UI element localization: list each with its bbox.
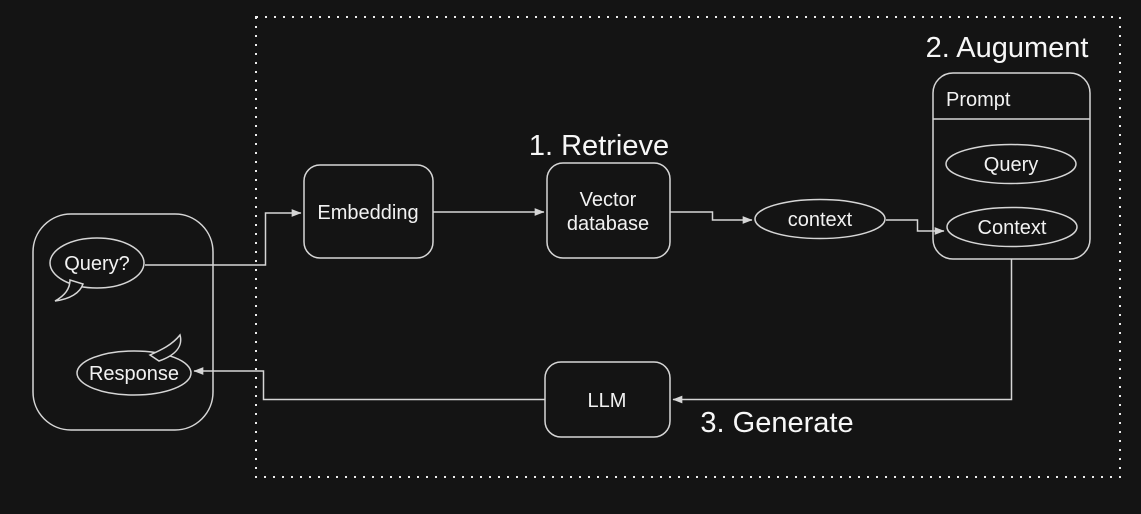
response-speech-bubble: Response <box>76 333 192 396</box>
prompt-context-label: Context <box>978 217 1047 239</box>
embedding-box <box>303 164 434 259</box>
query-bubble-label: Query? <box>64 253 130 275</box>
embedding-label: Embedding <box>317 202 418 224</box>
rag-system-boundary <box>255 16 1121 478</box>
user-container <box>32 213 214 431</box>
arrow-context-to-prompt-context <box>886 219 945 235</box>
step-label-augment: 2. Augument <box>926 32 1089 64</box>
query-speech-bubble: Query? <box>49 237 145 302</box>
prompt-box <box>932 72 1091 260</box>
arrow-llm-to-response <box>193 367 545 401</box>
prompt-query-ellipse <box>945 143 1077 185</box>
vector-database-node: Vector database <box>546 162 671 259</box>
context-ellipse <box>754 198 886 240</box>
step-label-generate: 3. Generate <box>700 407 853 439</box>
llm-node: LLM <box>544 361 671 438</box>
query-bubble-ellipse <box>49 237 145 289</box>
step-label-retrieve: 1. Retrieve <box>529 130 669 162</box>
llm-label: LLM <box>588 390 627 412</box>
context-label: context <box>788 209 853 231</box>
prompt-query-label: Query <box>984 154 1038 176</box>
arrow-prompt-to-llm <box>672 259 1013 404</box>
prompt-title: Prompt <box>946 89 1011 111</box>
context-node: context <box>754 198 886 240</box>
llm-box <box>544 361 671 438</box>
query-bubble-tail <box>54 278 84 302</box>
response-bubble-label: Response <box>89 363 179 385</box>
prompt-node: Prompt Query Context <box>932 72 1091 260</box>
vector-database-label-line1: Vector <box>580 189 637 211</box>
embedding-node: Embedding <box>303 164 434 259</box>
response-bubble-tail <box>148 333 182 362</box>
response-bubble-ellipse <box>76 350 192 396</box>
arrow-vectordb-to-context <box>670 211 753 224</box>
prompt-context-ellipse <box>946 206 1078 248</box>
arrow-query-to-embedding <box>145 209 302 266</box>
vector-database-box <box>546 162 671 259</box>
vector-database-label-line2: database <box>567 213 649 235</box>
